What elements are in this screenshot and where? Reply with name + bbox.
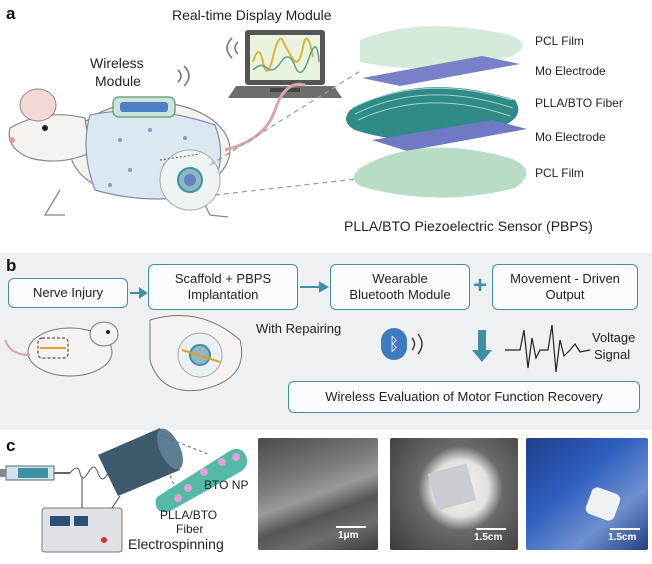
panel-a-letter: a <box>6 4 16 23</box>
laptop-icon <box>228 30 342 98</box>
fiber-illustration <box>155 448 248 513</box>
evaluation-box: Wireless Evaluation of Motor Function Re… <box>288 381 640 413</box>
voltage-signal-line1: Voltage <box>592 330 636 345</box>
syringe-icon <box>0 465 70 481</box>
voltage-signal-line2: Signal <box>594 347 631 362</box>
step-nerve-injury-box: Nerve Injury <box>8 278 128 308</box>
evaluation-label: Wireless Evaluation of Motor Function Re… <box>325 389 603 404</box>
layer-label-mo-electrode-top: Mo Electrode <box>535 64 606 78</box>
rat-illustration <box>8 82 306 218</box>
panel-b-letter: b <box>6 256 17 275</box>
collector-drum <box>98 428 183 496</box>
step-nerve-injury-label: Nerve Injury <box>32 285 104 300</box>
sensor-layer-stack <box>346 26 527 198</box>
step-movement-line2: Output <box>545 287 585 302</box>
display-module-label: Real-time Display Module <box>172 7 332 23</box>
layer-label-mo-electrode-bottom: Mo Electrode <box>535 130 606 144</box>
step-movement-line1: Movement - Driven <box>510 271 620 286</box>
photo1-scale-label: 1.5cm <box>474 532 503 543</box>
photo2-scale-bar <box>610 528 640 530</box>
panel-a-illustration <box>8 26 527 218</box>
layer-label-pcl-film-top: PCL Film <box>535 34 584 48</box>
arrow-right-icon <box>130 287 148 299</box>
arrow-down-icon <box>472 330 492 362</box>
bluetooth-icon: ᛒ <box>381 328 407 360</box>
sensor-flex-photo: 1.5cm <box>526 438 648 550</box>
plus-sign: + <box>473 272 488 299</box>
layer-label-plla-bto-fiber: PLLA/BTO Fiber <box>535 96 623 110</box>
sensor-flex-sample <box>584 485 622 523</box>
wireless-module-label-line1: Wireless <box>90 55 144 71</box>
fiber-label-line2: Fiber <box>176 522 204 536</box>
sem-scale-bar <box>336 526 366 528</box>
wireless-module-label-line2: Module <box>95 73 141 89</box>
layer-label-pcl-film-bottom: PCL Film <box>535 166 584 180</box>
rat-nerve-injury-illustration <box>4 321 119 377</box>
step-scaffold-line2: Implantation <box>187 287 259 302</box>
step-scaffold-line1: Scaffold + PBPS <box>174 271 272 286</box>
electrospinning-label: Electrospinning <box>128 536 224 552</box>
rat-implantation-illustration <box>149 315 243 392</box>
voltage-signal-waveform <box>505 324 591 373</box>
bto-np-label: BTO NP <box>204 478 249 492</box>
sensor-photo: 1.5cm <box>390 438 518 550</box>
panel-c-letter: c <box>6 436 16 455</box>
step-movement-output-box: Movement - Driven Output <box>492 264 638 310</box>
step-bluetooth-module-box: Wearable Bluetooth Module <box>330 264 470 310</box>
sem-scale-label: 1μm <box>338 530 359 541</box>
arrow-right-icon-2 <box>300 281 330 293</box>
sem-fiber-image: 1μm <box>258 438 378 550</box>
wifi-signal-icon-2 <box>177 65 190 87</box>
photo2-scale-label: 1.5cm <box>608 532 637 543</box>
sensor-photo-film <box>427 463 477 511</box>
step-bluetooth-line2: Bluetooth Module <box>349 287 451 302</box>
power-supply-icon <box>41 478 123 553</box>
photo1-scale-bar <box>476 528 506 530</box>
with-repairing-label: With Repairing <box>256 321 342 336</box>
step-bluetooth-line1: Wearable <box>372 271 428 286</box>
sensor-title: PLLA/BTO Piezoelectric Sensor (PBPS) <box>344 218 593 234</box>
step-scaffold-implantation-box: Scaffold + PBPS Implantation <box>148 264 298 310</box>
fiber-label-line1: PLLA/BTO <box>160 508 218 522</box>
wifi-signal-icon <box>226 37 239 59</box>
